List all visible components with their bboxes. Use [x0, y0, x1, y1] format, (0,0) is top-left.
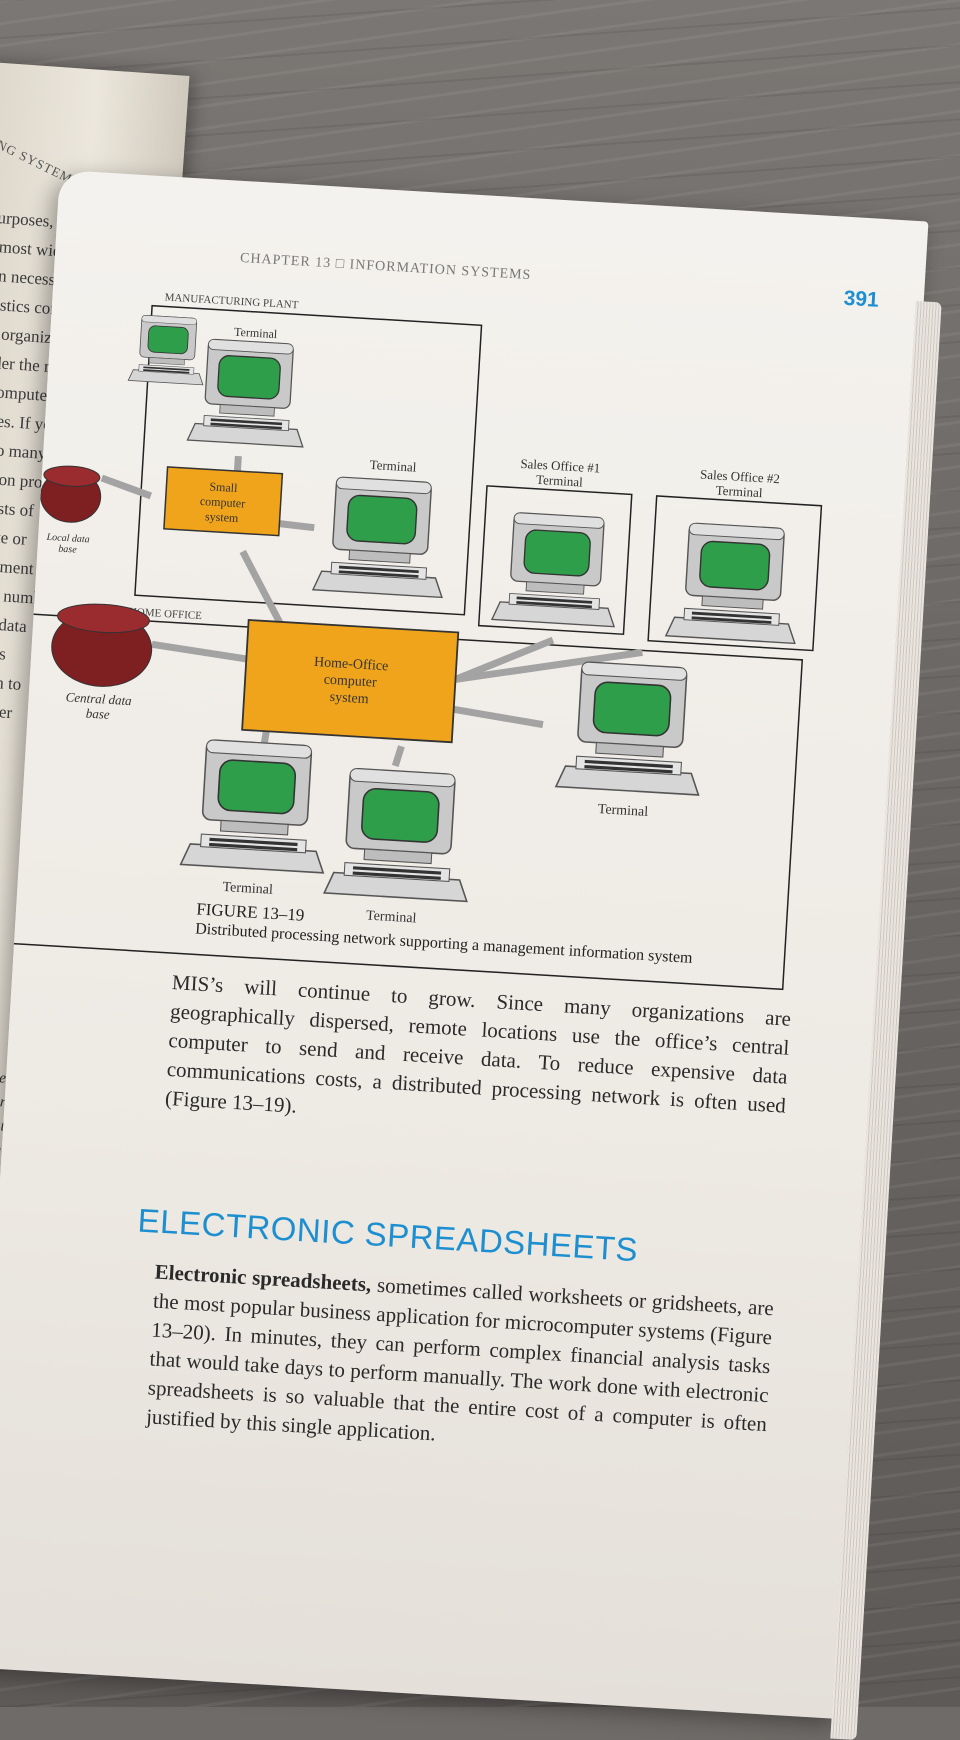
left-page-text-line: curate or	[0, 525, 28, 549]
local-data-line1: Local data	[45, 532, 90, 546]
left-page-text-line: d the data	[0, 612, 28, 637]
section-heading: ELECTRONIC SPREADSHEETS	[136, 1201, 640, 1269]
office-terminal-left	[179, 737, 332, 874]
small-system-line3: system	[205, 509, 240, 525]
office-terminal-middle	[323, 766, 475, 903]
home-system-line1: Home-Office	[314, 655, 389, 674]
plant-label: MANUFACTURING PLANT	[164, 291, 299, 311]
office-terminal-right	[555, 659, 707, 796]
running-head: CHAPTER 13 □ INFORMATION SYSTEMS	[239, 250, 532, 284]
plant-terminal-right-label: Terminal	[369, 457, 417, 475]
central-data-line2: base	[85, 706, 110, 722]
home-system-line3: system	[329, 690, 369, 707]
small-system-line1: Small	[209, 479, 238, 495]
left-page-text-line: isplays	[0, 641, 7, 664]
page-number: 391	[843, 286, 880, 312]
sales1-terminal	[491, 510, 622, 628]
paragraph-spreadsheets: Electronic spreadsheets, sometimes calle…	[145, 1258, 775, 1468]
plant-terminal-right	[312, 475, 450, 599]
right-page: CHAPTER 13 □ INFORMATION SYSTEMS 391 MAN…	[0, 170, 942, 1740]
left-page-text-line: n costs of	[0, 497, 35, 521]
left-page-text-line: consider	[0, 699, 13, 723]
left-page-text-line: quirement	[0, 554, 35, 579]
plant-terminal-top	[186, 337, 310, 448]
local-data-line2: base	[58, 544, 78, 556]
small-system-line2: computer	[200, 494, 246, 511]
spreadsheet-text: sometimes called worksheets or gridsheet…	[145, 1272, 775, 1446]
left-page-text-line: ofit on pro	[0, 468, 44, 492]
local-data-base	[40, 465, 102, 523]
network-diagram: MANUFACTURING PLANT HOME OFFICE Small co…	[13, 291, 823, 991]
sales2-line1: Sales Office #2	[700, 467, 781, 487]
plant-terminal-top-label: Terminal	[234, 325, 279, 342]
left-page-text-line: r too many	[0, 439, 48, 463]
plant-terminal-top-left	[127, 314, 208, 386]
office-terminal-left-label: Terminal	[222, 880, 273, 898]
central-data-base	[51, 603, 153, 687]
office-terminal-middle-label: Terminal	[366, 908, 417, 926]
central-data-line1: Central data	[65, 689, 132, 708]
sales2-terminal	[665, 521, 803, 645]
home-system-line2: computer	[323, 673, 377, 691]
sales1-line1: Sales Office #1	[520, 456, 601, 476]
left-page-text-line: mation to	[0, 670, 22, 694]
sales2-line2: Terminal	[715, 482, 763, 500]
office-terminal-right-label: Terminal	[597, 802, 648, 820]
sales1-line2: Terminal	[536, 472, 584, 490]
